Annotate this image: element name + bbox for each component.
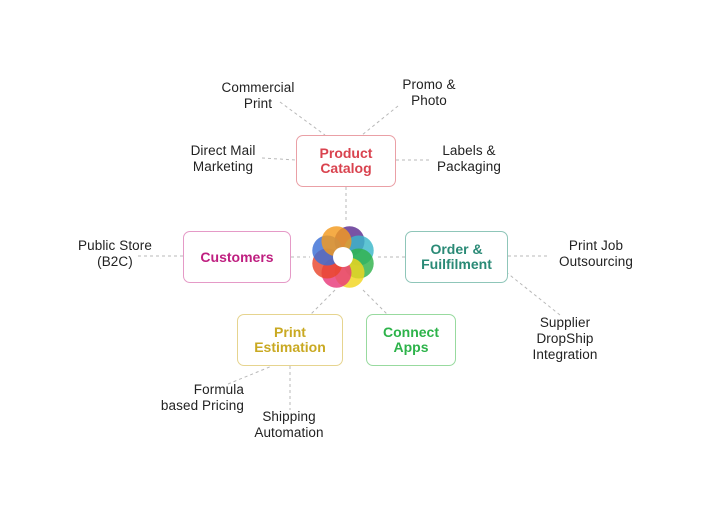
node-customers[interactable]: Customers bbox=[183, 231, 291, 283]
label-print-job-outsourcing: Print Job Outsourcing bbox=[559, 238, 633, 269]
node-connect-apps[interactable]: Connect Apps bbox=[366, 314, 456, 366]
node-product-catalog[interactable]: Product Catalog bbox=[296, 135, 396, 187]
connector-direct-mail bbox=[261, 157, 297, 161]
label-commercial-print: Commercial Print bbox=[221, 80, 295, 111]
node-print-estimation[interactable]: Print Estimation bbox=[237, 314, 343, 366]
node-customers-label: Customers bbox=[200, 248, 274, 265]
node-print-estimation-label: Print Estimation bbox=[254, 324, 326, 355]
node-product-catalog-label: Product Catalog bbox=[319, 145, 373, 176]
label-formula-pricing: Formula based Pricing bbox=[160, 382, 244, 413]
label-supplier-dropship: Supplier DropShip Integration bbox=[532, 315, 598, 362]
label-shipping-automation: Shipping Automation bbox=[254, 409, 324, 440]
label-promo-photo: Promo & Photo bbox=[402, 77, 456, 108]
connector-formula bbox=[227, 365, 273, 385]
connector-promo-photo bbox=[361, 105, 399, 136]
label-public-store: Public Store (B2C) bbox=[78, 238, 152, 269]
node-connect-apps-label: Connect Apps bbox=[383, 324, 439, 355]
node-order-fulfilment-label: Order & Fuilfilment bbox=[421, 241, 492, 272]
label-direct-mail: Direct Mail Marketing bbox=[190, 143, 256, 174]
logo-center bbox=[333, 247, 353, 267]
label-labels-packaging: Labels & Packaging bbox=[437, 143, 501, 174]
connector-supplier bbox=[505, 271, 561, 316]
flower-logo-icon bbox=[312, 226, 374, 288]
node-order-fulfilment[interactable]: Order & Fuilfilment bbox=[405, 231, 508, 283]
